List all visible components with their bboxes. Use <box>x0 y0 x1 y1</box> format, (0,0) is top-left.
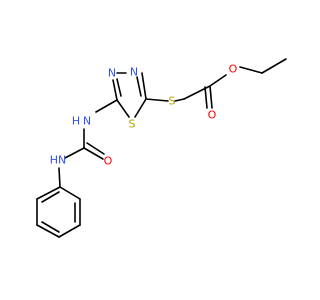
bond-hn-phenyl <box>58 167 61 188</box>
bond-phenyl-3 <box>58 224 81 238</box>
bond-carbonyl-1 <box>209 85 213 109</box>
molecule-structure-diagram: S S O O O N N N H HN <box>36 58 287 238</box>
atom-labels: S S O O O N N N H HN <box>50 63 238 168</box>
atom-o-urea: O <box>104 155 113 168</box>
bond-ring-sring-c2 <box>116 99 130 118</box>
bond-ethyl-ch2 <box>239 66 263 74</box>
atom-n-ring-3: N <box>108 67 116 80</box>
atom-nh-urea-2: HN <box>50 154 67 167</box>
bond-c-ch2 <box>183 85 211 100</box>
bond-ring-n4-c5 <box>141 72 147 100</box>
bond-ring-n4-c5-double <box>136 76 142 97</box>
bonds <box>36 58 287 238</box>
bond-urea-co-2 <box>86 142 105 155</box>
atom-h-urea-1: H <box>72 115 80 128</box>
atom-n-ring-4: N <box>130 66 138 79</box>
bond-ethyl-ch3 <box>261 58 287 74</box>
atom-o-carbonyl: O <box>208 109 217 122</box>
bond-phenyl-inner-2 <box>41 221 60 233</box>
bond-ester-o-c <box>209 74 227 87</box>
bond-ring-c2-n3 <box>112 79 118 101</box>
bond-phenyl-6 <box>36 186 61 200</box>
bond-urea-c-hn <box>64 147 85 159</box>
bond-urea-co-1 <box>83 147 104 160</box>
bond-ring-c2-n3-double <box>116 78 122 97</box>
atom-n-urea-1: N <box>83 115 91 128</box>
bond-ring-c5-sring <box>134 98 147 118</box>
bond-phenyl-1 <box>59 186 81 200</box>
atom-s-ring: S <box>129 118 136 131</box>
bond-c2-nh <box>95 99 118 113</box>
bond-phenyl-inner-3 <box>41 191 60 203</box>
bond-phenyl-4 <box>36 224 60 238</box>
bond-carbonyl-2 <box>204 86 208 109</box>
bond-s-ring <box>145 98 169 102</box>
atom-s-thioether: S <box>169 95 176 108</box>
atom-o-ester: O <box>229 63 238 76</box>
bond-ch2-s <box>174 98 185 102</box>
